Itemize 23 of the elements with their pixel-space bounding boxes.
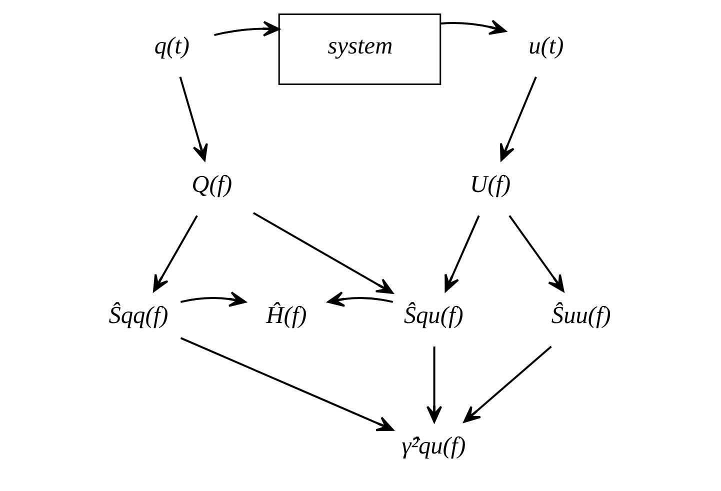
arrow (327, 291, 394, 307)
arrow (214, 20, 280, 37)
node-text: u(t) (528, 32, 564, 60)
node-box: system (278, 14, 442, 85)
node-text: Ŝuu(f) (551, 302, 611, 329)
node-text: Ĥ(f) (266, 302, 307, 329)
node-text: γ̂²qu(f) (402, 432, 466, 460)
arrow (500, 76, 537, 162)
arrow (440, 20, 506, 35)
node-text: Ŝqu(f) (404, 302, 464, 329)
arrow (252, 212, 394, 294)
arrow (180, 291, 246, 307)
arrow (444, 215, 480, 292)
node-text: U(f) (470, 170, 511, 198)
arrow (153, 215, 198, 292)
arrow (180, 337, 394, 432)
arrow (508, 215, 564, 292)
arrow (463, 346, 552, 423)
arrow (426, 346, 442, 423)
node-text: q(t) (154, 32, 190, 60)
node-text: Q(f) (192, 170, 232, 198)
arrow (179, 76, 208, 162)
node-text: Ŝqq(f) (108, 302, 168, 329)
